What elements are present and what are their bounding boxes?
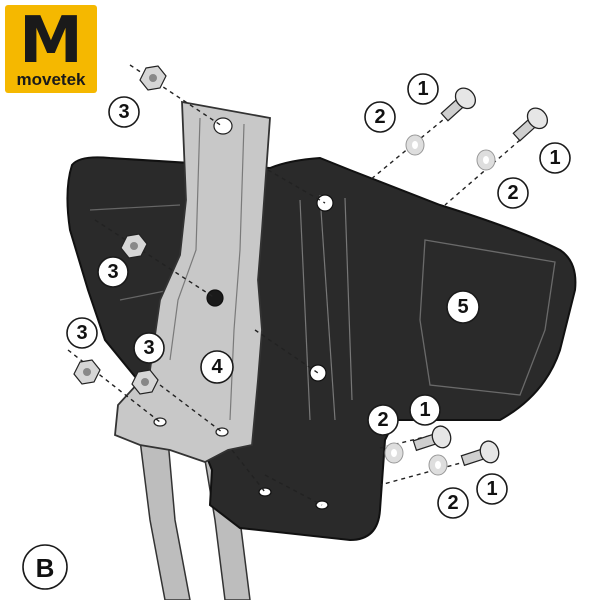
callout-4: 4	[200, 350, 234, 384]
callout-number: 1	[486, 478, 497, 500]
logo-wordmark: movetek	[17, 70, 87, 89]
flange-nut	[139, 65, 167, 91]
callout-number: 5	[457, 296, 468, 318]
callout-1: 1	[476, 473, 508, 505]
bracket-hole	[213, 117, 233, 135]
mount-hole	[258, 487, 272, 497]
callout-number: 2	[447, 492, 458, 514]
callout-1: 1	[539, 142, 571, 174]
bolt	[440, 87, 477, 122]
callout-number: 3	[76, 322, 87, 344]
bolt	[460, 440, 500, 467]
bolt	[412, 425, 452, 452]
callout-number: 2	[377, 409, 388, 431]
callout-2: 2	[367, 404, 399, 436]
bracket-hole	[206, 289, 224, 307]
bolt	[512, 107, 549, 142]
callout-number: 3	[118, 101, 129, 123]
panel-label: B	[22, 544, 68, 590]
callout-number: 2	[374, 106, 385, 128]
washer	[384, 442, 404, 464]
callout-number: 3	[107, 261, 118, 283]
callout-number: 4	[211, 356, 223, 378]
callout-3: 3	[133, 332, 165, 364]
callout-number: 1	[419, 399, 430, 421]
callout-3: 3	[97, 256, 129, 288]
callout-5: 5	[446, 290, 480, 324]
flange-nut	[73, 359, 101, 385]
callout-2: 2	[364, 101, 396, 133]
flange-nut	[120, 233, 148, 259]
flange-nut	[131, 369, 159, 395]
washer	[476, 149, 496, 171]
callout-1: 1	[409, 394, 441, 426]
callout-3: 3	[108, 96, 140, 128]
washer	[428, 454, 448, 476]
callout-3: 3	[66, 317, 98, 349]
logo-background	[5, 5, 97, 93]
bracket-hole	[153, 417, 167, 427]
movetek-logo: M movetek	[5, 4, 97, 93]
callout-2: 2	[497, 177, 529, 209]
logo-letter: M	[19, 4, 83, 78]
callout-2: 2	[437, 487, 469, 519]
callout-number: 2	[507, 182, 518, 204]
callout-1: 1	[407, 73, 439, 105]
callout-number: 1	[549, 147, 560, 169]
panel-letter: B	[36, 553, 55, 583]
callout-number: 1	[417, 78, 428, 100]
callout-number: 3	[143, 337, 154, 359]
mount-hole	[309, 364, 327, 382]
washer	[405, 134, 425, 156]
